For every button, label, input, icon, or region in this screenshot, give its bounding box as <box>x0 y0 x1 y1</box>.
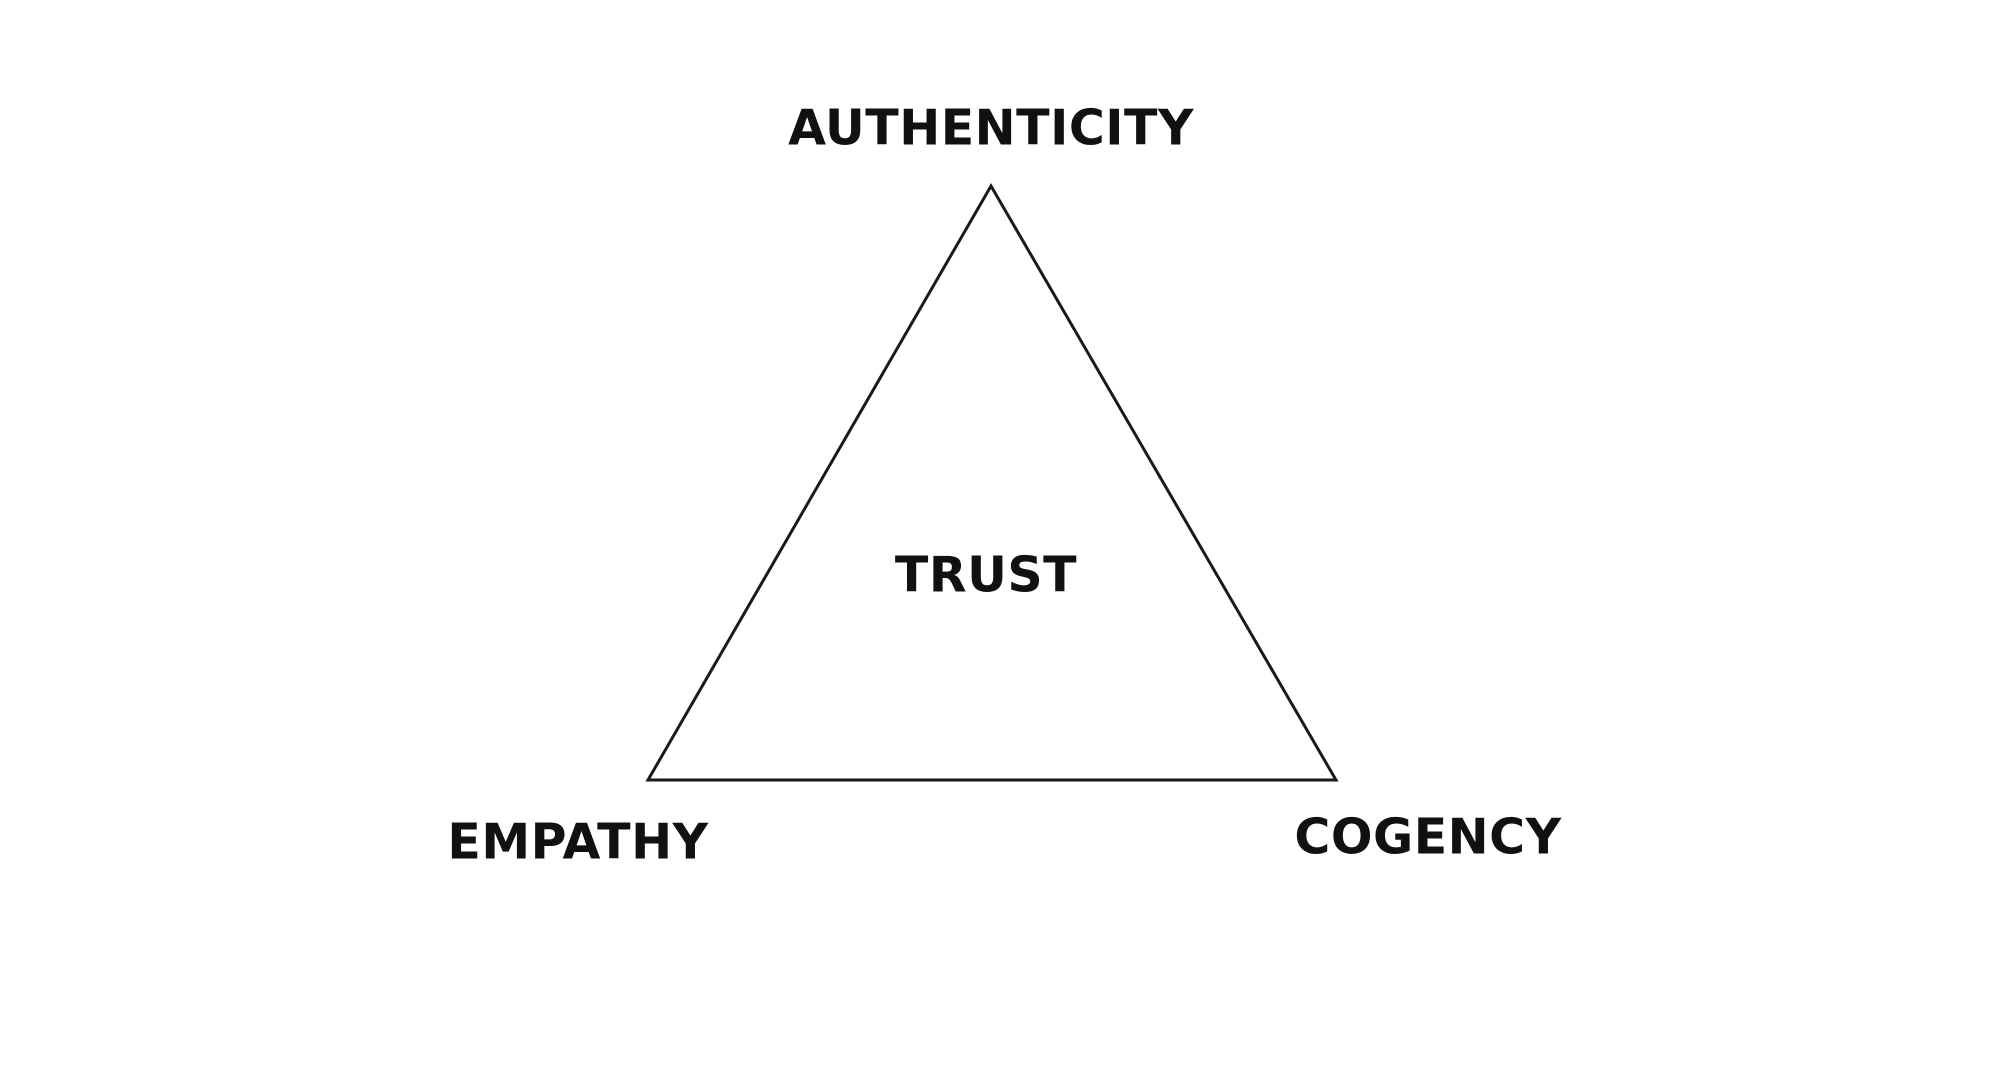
label-empathy: EMPATHY <box>447 813 709 871</box>
label-cogency: COGENCY <box>1294 808 1562 866</box>
label-authenticity: AUTHENTICITY <box>788 99 1194 157</box>
triangle-shape <box>645 183 1339 782</box>
label-trust: TRUST <box>894 546 1078 604</box>
